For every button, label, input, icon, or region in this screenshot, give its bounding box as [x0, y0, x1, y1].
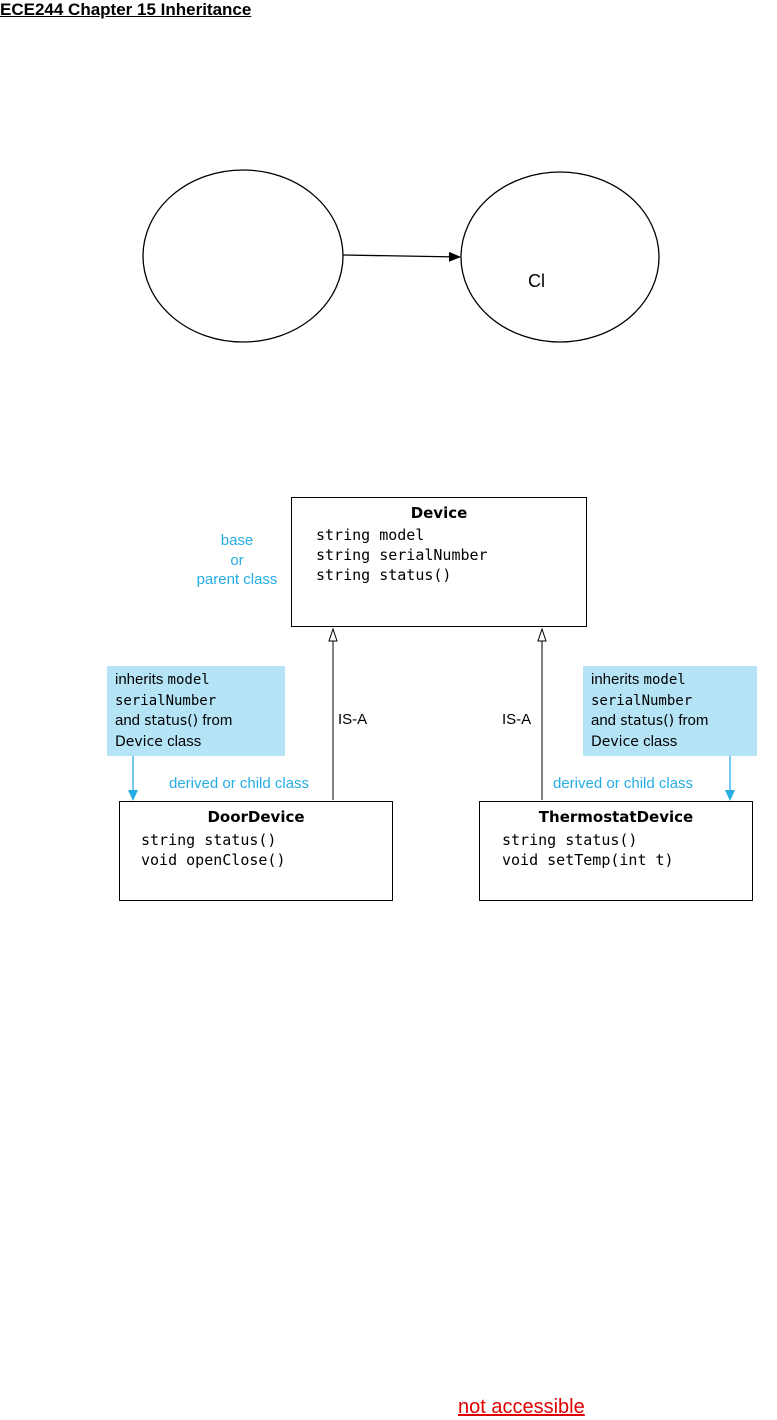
- circle-arrow: [342, 251, 461, 262]
- doordevice-class-name: DoorDevice: [207, 808, 305, 826]
- note-text: from: [202, 712, 233, 729]
- inherits-note-right: inherits model serialNumber and status()…: [583, 666, 757, 756]
- thermostatdevice-members: string status() void setTemp(int t): [502, 830, 752, 870]
- base-label-line-3: parent class: [196, 571, 278, 588]
- base-label-line-2: or: [230, 551, 244, 569]
- doordevice-members: string status() void openClose(): [141, 830, 392, 870]
- note-code: Device: [591, 733, 639, 750]
- isa-arrowhead-right: [537, 627, 547, 642]
- device-members: string model string serialNumber string …: [316, 525, 586, 585]
- device-member: string serialNumber: [316, 546, 488, 564]
- arrow-label-fragment: · ·: [362, 234, 379, 254]
- note-text: class: [167, 732, 202, 750]
- right-circle-label-fragment: Cl: [528, 271, 545, 291]
- isa-label-right: IS-A: [502, 711, 532, 728]
- note-code: model: [643, 672, 686, 688]
- doordevice-member: string status(): [141, 831, 277, 849]
- isa-label-left: IS-A: [338, 711, 368, 728]
- note-text: inherits: [591, 671, 640, 688]
- base-class-label: base or parent class: [190, 531, 284, 590]
- note-arrowhead-right: [725, 790, 735, 801]
- device-class-name: Device: [410, 504, 468, 522]
- thermostatdevice-member: string status(): [502, 831, 638, 849]
- doordevice-class-box: DoorDevice string status() void openClos…: [119, 801, 393, 901]
- thermostatdevice-class-box: ThermostatDevice string status() void se…: [479, 801, 753, 901]
- derived-label-right: derived or child class: [553, 775, 694, 792]
- right-circle: [460, 171, 660, 343]
- doordevice-member: void openClose(): [141, 851, 286, 869]
- note-code: serialNumber: [591, 692, 693, 709]
- note-arrowhead-left: [128, 790, 138, 801]
- note-text: and: [591, 712, 617, 729]
- note-code: status(): [144, 713, 199, 729]
- base-label-line-1: base: [220, 532, 254, 549]
- note-text: and: [115, 712, 141, 729]
- circle-diagram: · · Cl: [142, 169, 660, 343]
- note-text: from: [678, 712, 709, 729]
- derived-label-left: derived or child class: [169, 775, 310, 792]
- note-code: Device: [115, 733, 163, 750]
- not-accessible-note: not accessible: [458, 1396, 585, 1418]
- note-code: serialNumber: [115, 692, 217, 709]
- note-text: inherits: [115, 671, 164, 688]
- inherits-note-left: inherits model serialNumber and status()…: [107, 666, 285, 756]
- device-member: string status(): [316, 566, 452, 584]
- note-code: model: [167, 672, 210, 688]
- note-text: class: [643, 732, 678, 750]
- thermostatdevice-class-name: ThermostatDevice: [538, 808, 694, 826]
- left-circle: [142, 169, 344, 343]
- thermostatdevice-member: void setTemp(int t): [502, 851, 674, 869]
- device-class-box: Device string model string serialNumber …: [291, 497, 587, 627]
- isa-arrowhead-left: [328, 627, 338, 642]
- document-title: ECE244 Chapter 15 Inheritance: [0, 0, 252, 19]
- device-member: string model: [316, 526, 425, 544]
- note-code: status(): [620, 713, 675, 729]
- uml-connectors: [128, 627, 735, 801]
